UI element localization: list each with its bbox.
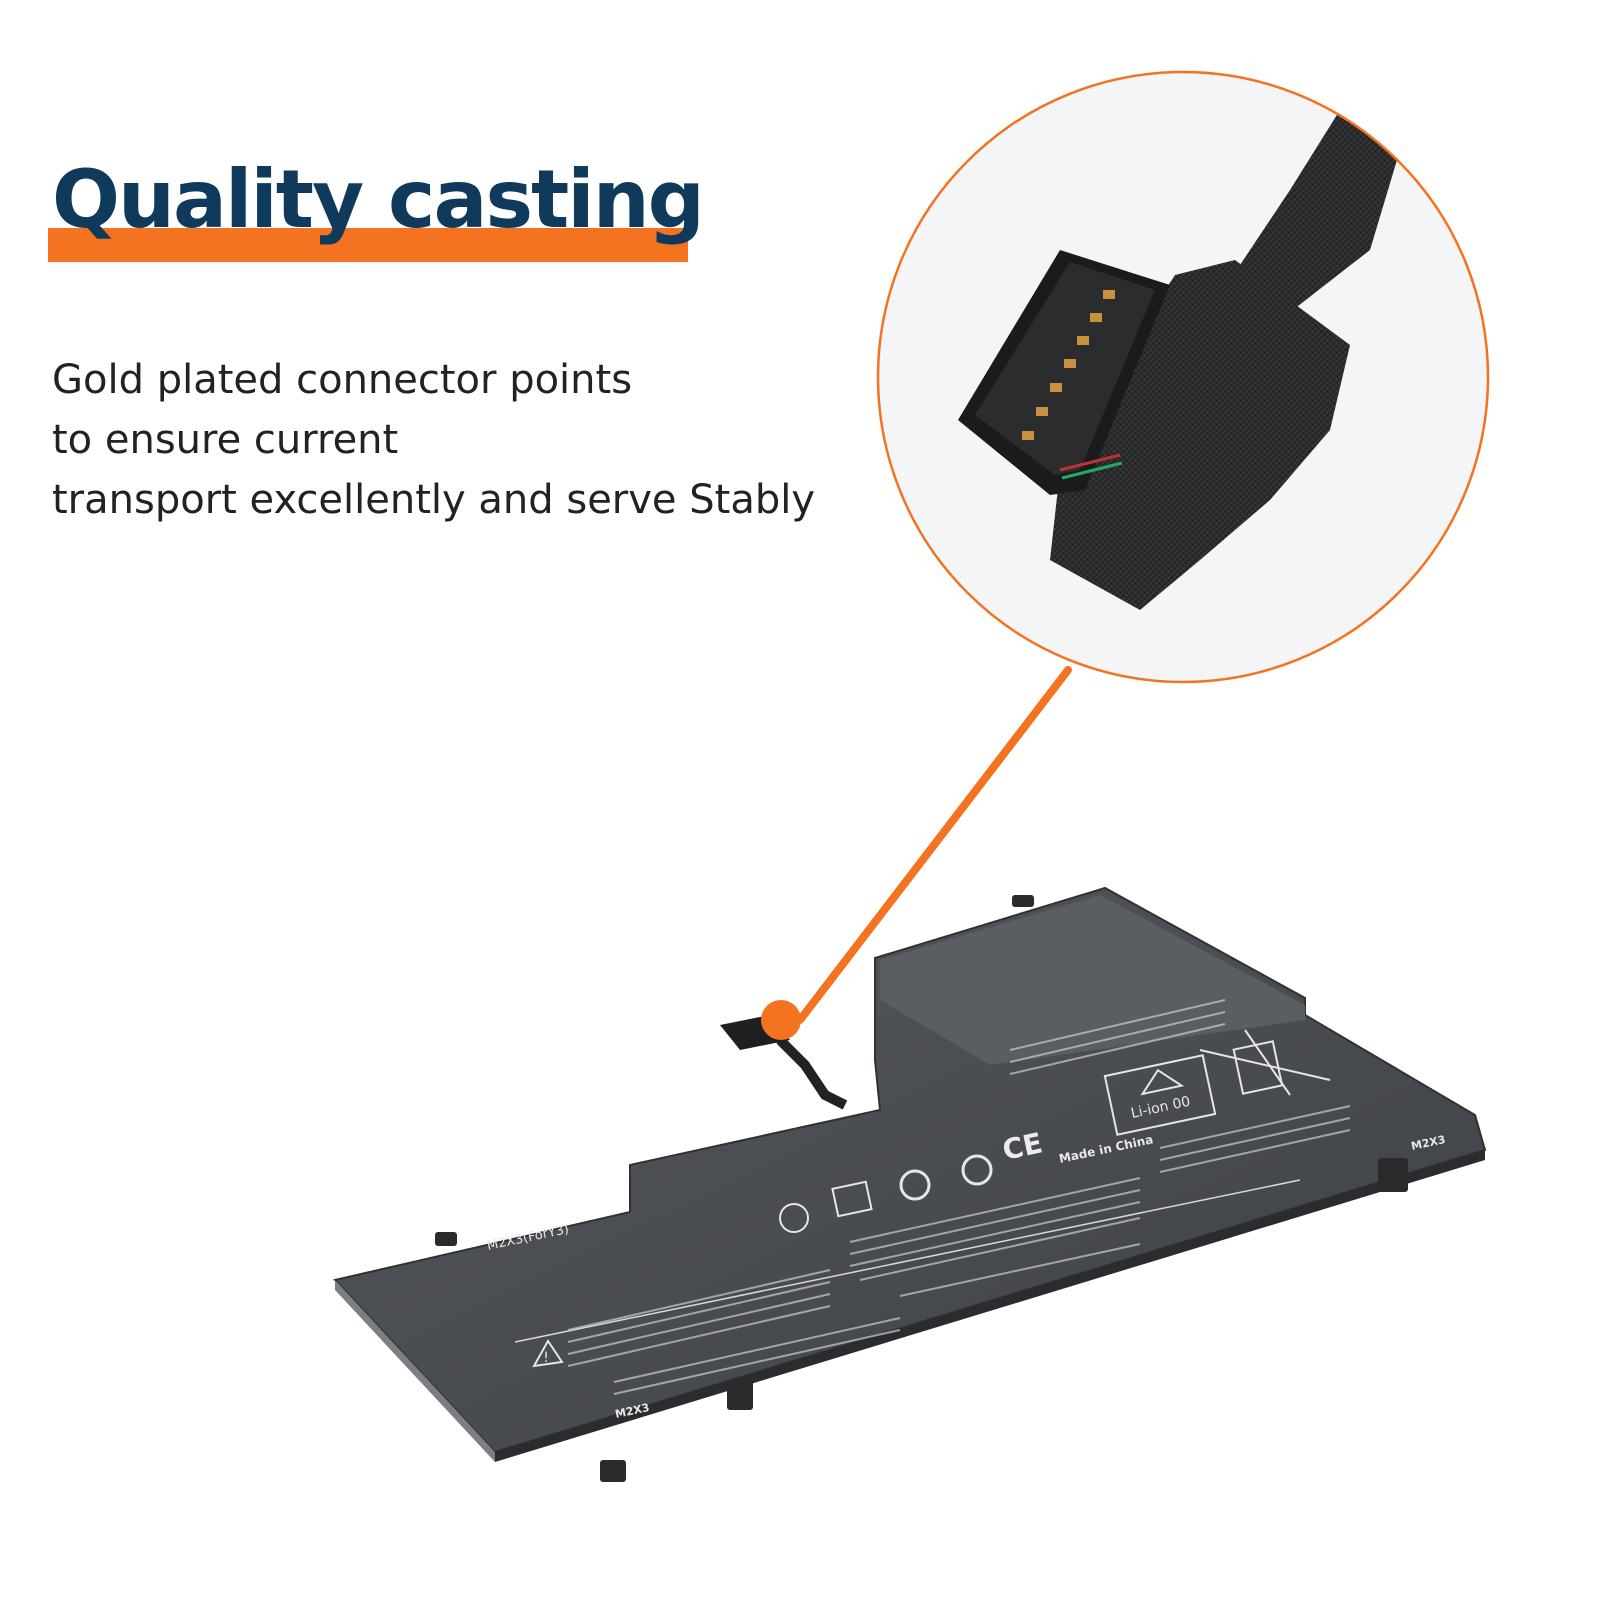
connector-zoom-callout [878,72,1488,682]
battery-pack: ! [333,886,1487,1482]
headline-underline-bar [48,228,688,262]
feature-description: Gold plated connector points to ensure c… [52,350,872,530]
recycle-icon [1103,1054,1217,1136]
zoom-circle-border [876,70,1490,684]
crossed-bin-icon [1199,1029,1331,1096]
page-title: Quality casting [52,153,705,246]
description-line-2: to ensure current [52,417,399,463]
svg-text:!: ! [543,1350,549,1366]
headline: Quality casting [48,150,705,262]
description-line-3: transport excellently and serve Stably [52,477,816,523]
description-line-1: Gold plated connector points [52,357,633,403]
battery-connector [720,1000,848,1110]
warning-triangle-icon: ! [532,1339,564,1368]
gold-pins [1022,290,1115,440]
callout-line [796,666,1072,1024]
ce-mark: CE [1000,1126,1046,1167]
